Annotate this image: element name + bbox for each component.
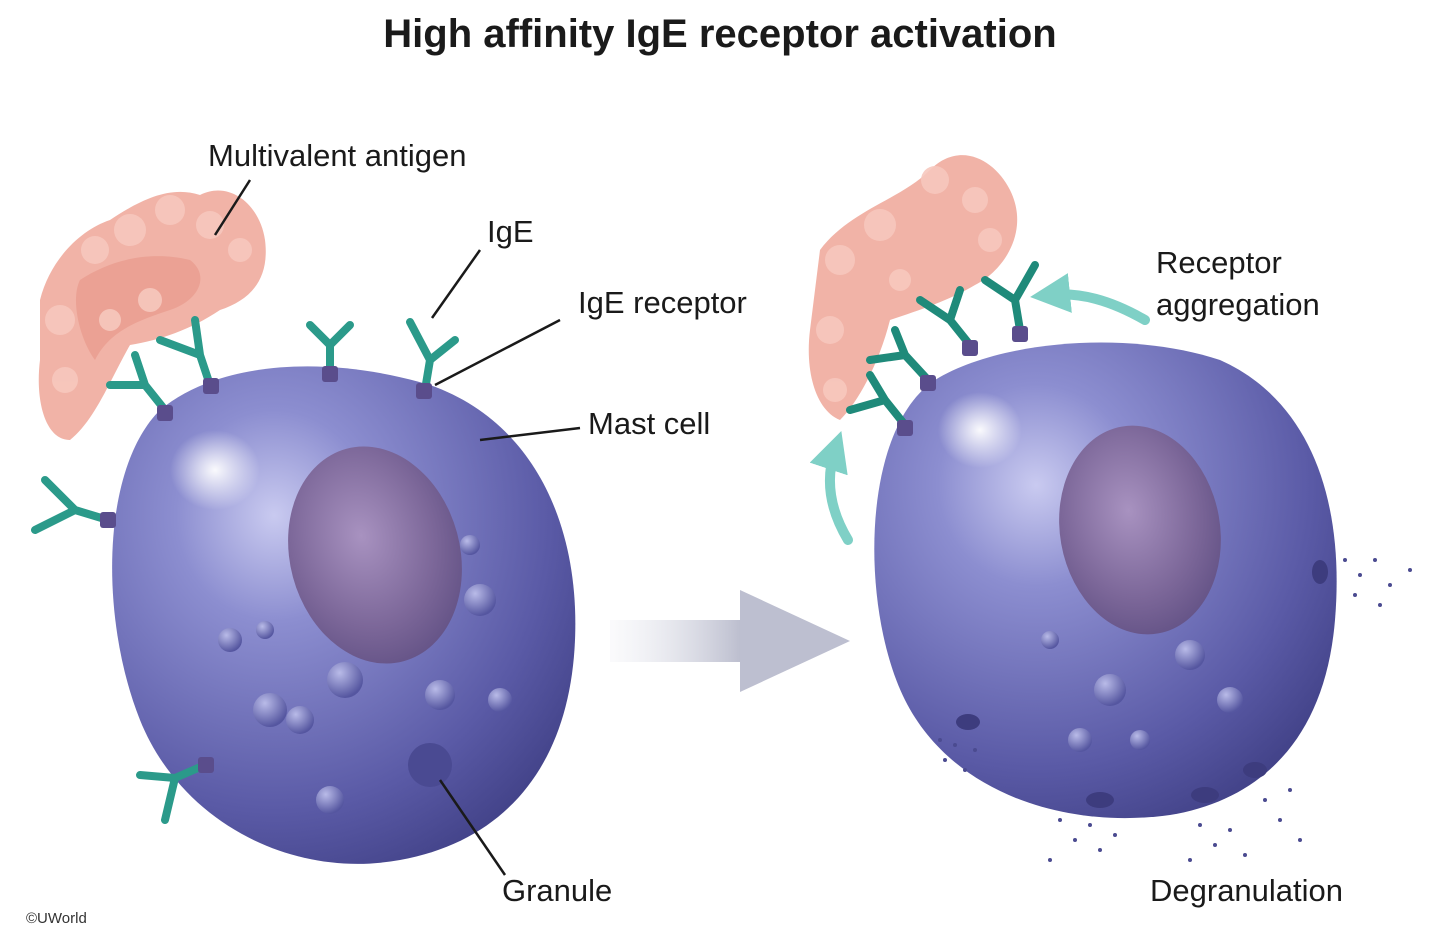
label-receptor-aggregation-2: aggregation	[1156, 287, 1320, 322]
label-mast-cell: Mast cell	[588, 406, 711, 441]
degranulation-pores	[956, 560, 1328, 808]
nucleus-left	[288, 446, 462, 664]
aggregation-arrows	[809, 273, 1150, 545]
granules-left	[218, 535, 512, 814]
receptor-anchors-right	[897, 326, 1028, 436]
label-multivalent-antigen: Multivalent antigen	[208, 138, 467, 173]
label-receptor-aggregation-1: Receptor	[1156, 245, 1282, 280]
granule	[327, 662, 363, 698]
copyright-text: ©UWorld	[26, 910, 87, 927]
label-ige-receptor: IgE receptor	[578, 285, 747, 320]
nucleus-right	[1059, 425, 1221, 635]
label-ige: IgE	[487, 214, 534, 249]
label-granule: Granule	[502, 873, 613, 908]
mast-cell-left	[112, 366, 576, 864]
granules-right	[1041, 631, 1243, 752]
multivalent-antigen-right	[808, 155, 1018, 420]
leader-lines-left	[213, 179, 581, 876]
mast-cell-right	[874, 342, 1412, 862]
receptor-anchors-left	[100, 366, 432, 773]
degranulation-particles	[938, 558, 1412, 862]
ige-receptors-right	[846, 261, 1039, 429]
diagram-title: High affinity IgE receptor activation	[383, 12, 1057, 56]
label-degranulation: Degranulation	[1150, 873, 1344, 908]
process-arrow	[610, 590, 850, 692]
multivalent-antigen-left	[38, 190, 266, 440]
